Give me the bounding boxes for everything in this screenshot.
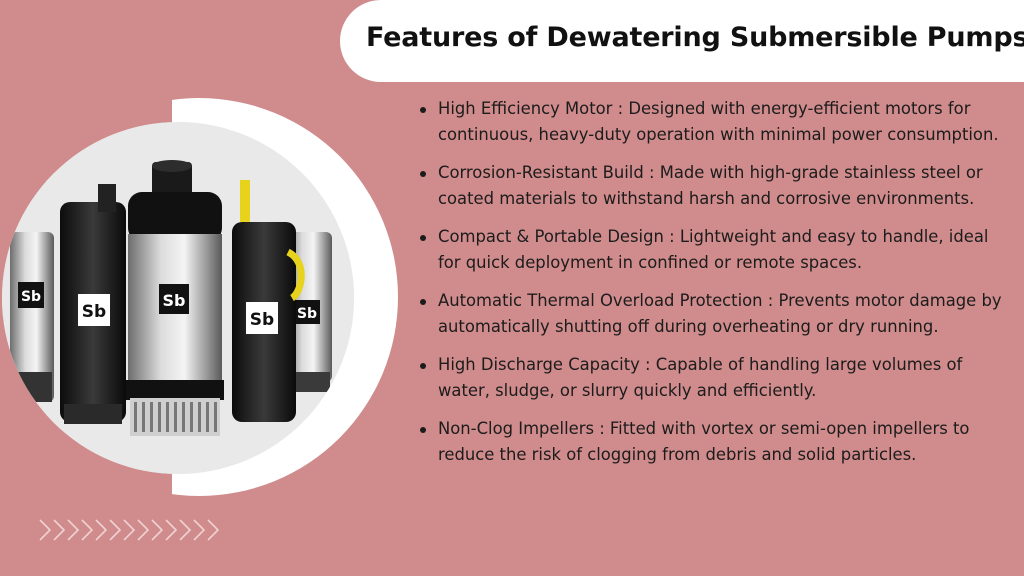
svg-text:Sb: Sb xyxy=(82,302,106,322)
pump-product-image: Sb Sb Sb Sb xyxy=(2,122,354,474)
list-item: Compact & Portable Design : Lightweight … xyxy=(420,224,1010,276)
pump-black-right: Sb xyxy=(232,180,305,422)
svg-text:Sb: Sb xyxy=(297,306,317,322)
feature-list: High Efficiency Motor : Designed with en… xyxy=(420,96,1010,480)
title-banner: Features of Dewatering Submersible Pumps xyxy=(340,0,1024,82)
page-title: Features of Dewatering Submersible Pumps xyxy=(366,22,1024,53)
svg-text:Sb: Sb xyxy=(163,291,186,310)
bullet-icon xyxy=(420,107,426,113)
pump-center-large: Sb xyxy=(126,160,224,436)
chevron-decoration-icon xyxy=(38,518,234,542)
pump-left-small: Sb xyxy=(10,232,54,402)
svg-text:Sb: Sb xyxy=(21,289,41,305)
bullet-icon xyxy=(420,235,426,241)
list-item: Corrosion-Resistant Build : Made with hi… xyxy=(420,160,1010,212)
bullet-icon xyxy=(420,171,426,177)
svg-text:Sb: Sb xyxy=(250,310,274,330)
bullet-icon xyxy=(420,427,426,433)
pump-black-left: Sb xyxy=(60,184,126,424)
bullet-icon xyxy=(420,299,426,305)
list-item: Automatic Thermal Overload Protection : … xyxy=(420,288,1010,340)
list-item: High Discharge Capacity : Capable of han… xyxy=(420,352,1010,404)
list-item: High Efficiency Motor : Designed with en… xyxy=(420,96,1010,148)
bullet-icon xyxy=(420,363,426,369)
list-item: Non-Clog Impellers : Fitted with vortex … xyxy=(420,416,1010,468)
